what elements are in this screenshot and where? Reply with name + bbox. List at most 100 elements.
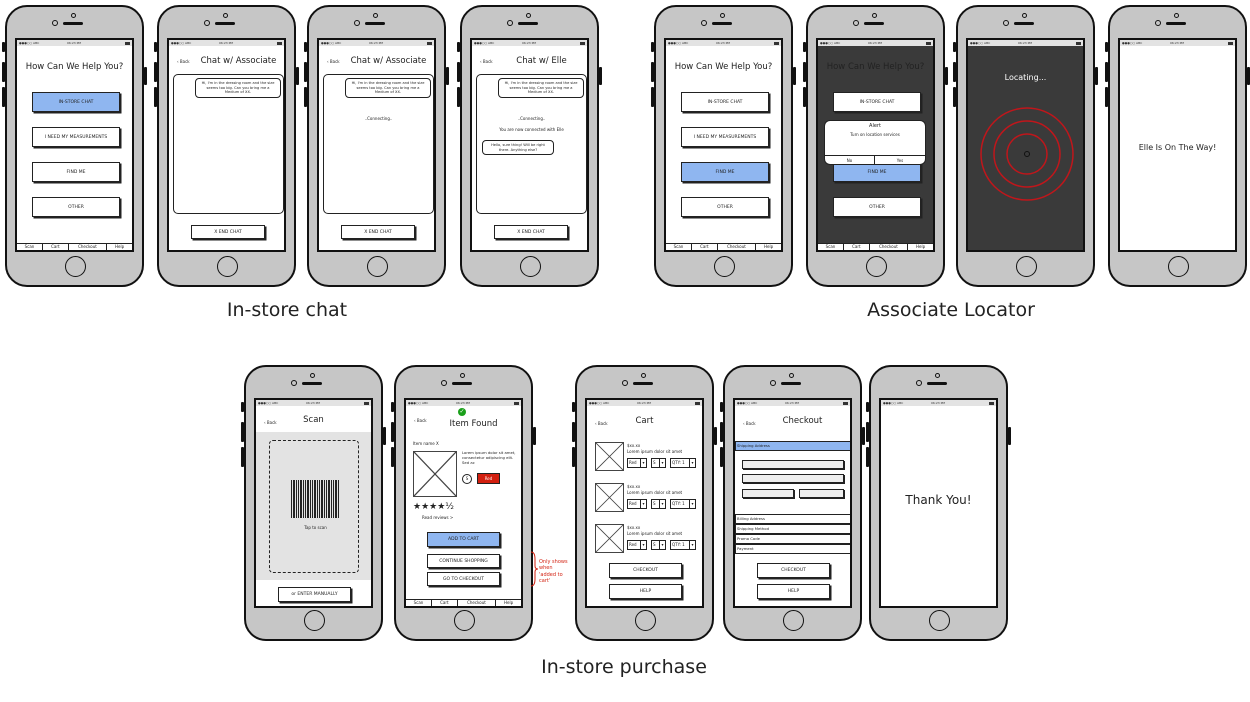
in-store-chat-button[interactable]: IN-STORE CHAT xyxy=(833,92,921,112)
tab-scan[interactable]: Scan xyxy=(17,244,43,250)
tab-cart[interactable]: Cart xyxy=(43,244,69,250)
other-button[interactable]: OTHER xyxy=(32,197,120,217)
tab-scan[interactable]: Scan xyxy=(818,244,844,250)
shipping-method-section[interactable]: Shipping Method xyxy=(735,524,850,534)
end-chat-button[interactable]: X END CHAT xyxy=(191,225,265,239)
measurements-button[interactable]: I NEED MY MEASUREMENTS xyxy=(32,127,120,147)
battery-icon xyxy=(989,401,994,405)
find-me-button[interactable]: FIND ME xyxy=(32,162,120,182)
size-select[interactable]: S xyxy=(651,499,666,509)
measurements-button[interactable]: I NEED MY MEASUREMENTS xyxy=(681,127,769,147)
back-button[interactable]: ‹ Back xyxy=(264,420,277,425)
color-option[interactable]: Red xyxy=(477,473,500,484)
back-button[interactable]: ‹ Back xyxy=(327,59,340,64)
tab-scan[interactable]: Scan xyxy=(406,600,432,606)
alert-no-button[interactable]: No xyxy=(825,155,875,165)
home-button[interactable] xyxy=(217,256,238,277)
checkout-button[interactable]: CHECKOUT xyxy=(757,563,830,578)
city-field[interactable] xyxy=(742,489,794,498)
end-chat-button[interactable]: X END CHAT xyxy=(494,225,568,239)
go-to-checkout-button[interactable]: GO TO CHECKOUT xyxy=(427,572,500,586)
address-line-2-field[interactable] xyxy=(742,474,844,483)
back-button[interactable]: ‹ Back xyxy=(177,59,190,64)
home-button[interactable] xyxy=(454,610,475,631)
tab-cart[interactable]: Cart xyxy=(432,600,458,606)
other-button[interactable]: OTHER xyxy=(833,197,921,217)
home-button[interactable] xyxy=(1016,256,1037,277)
tab-scan[interactable]: Scan xyxy=(666,244,692,250)
read-reviews-link[interactable]: Read reviews > xyxy=(422,515,454,520)
enter-manually-button[interactable]: or ENTER MANUALLY xyxy=(278,587,351,602)
home-button[interactable] xyxy=(714,256,735,277)
tab-cart[interactable]: Cart xyxy=(844,244,870,250)
in-store-chat-button[interactable]: IN-STORE CHAT xyxy=(32,92,120,112)
tab-checkout[interactable]: Checkout xyxy=(458,600,497,606)
continue-shopping-button[interactable]: CONTINUE SHOPPING xyxy=(427,554,500,568)
payment-section[interactable]: Payment xyxy=(735,544,850,554)
tab-checkout[interactable]: Checkout xyxy=(718,244,757,250)
speaker-icon xyxy=(781,382,801,385)
help-button[interactable]: HELP xyxy=(609,584,682,599)
quantity-select[interactable]: QTY: 1 xyxy=(670,458,696,468)
tab-help[interactable]: Help xyxy=(114,244,125,249)
color-select[interactable]: Red xyxy=(627,540,647,550)
in-store-chat-button[interactable]: IN-STORE CHAT xyxy=(681,92,769,112)
sensor-icon xyxy=(460,373,465,378)
home-button[interactable] xyxy=(635,610,656,631)
color-select[interactable]: Red xyxy=(627,458,647,468)
scan-frame[interactable] xyxy=(269,440,359,573)
tab-help[interactable]: Help xyxy=(503,600,514,605)
camera-icon xyxy=(1155,20,1161,26)
other-button[interactable]: OTHER xyxy=(681,197,769,217)
add-to-cart-button[interactable]: ADD TO CART xyxy=(427,532,500,547)
checkout-button[interactable]: CHECKOUT xyxy=(609,563,682,578)
item-price: $xx.xx xyxy=(627,484,641,489)
size-select[interactable]: S xyxy=(651,540,666,550)
camera-icon xyxy=(701,20,707,26)
size-select[interactable]: S xyxy=(651,458,666,468)
find-me-button[interactable]: FIND ME xyxy=(681,162,769,182)
scan-area[interactable] xyxy=(256,432,371,580)
home-button[interactable] xyxy=(783,610,804,631)
promo-code-section[interactable]: Promo Code xyxy=(735,534,850,544)
alert-yes-button[interactable]: Yes xyxy=(875,155,925,165)
tab-help[interactable]: Help xyxy=(763,244,774,249)
back-button[interactable]: ‹ Back xyxy=(595,421,608,426)
back-button[interactable]: ‹ Back xyxy=(743,421,756,426)
back-button[interactable]: ‹ Back xyxy=(414,418,427,423)
sensor-icon xyxy=(1174,13,1179,18)
speaker-icon xyxy=(518,22,538,25)
tab-cart[interactable]: Cart xyxy=(692,244,718,250)
quantity-select[interactable]: QTY: 1 xyxy=(670,499,696,509)
size-option[interactable]: S xyxy=(462,474,472,484)
home-button[interactable] xyxy=(65,256,86,277)
zip-field[interactable] xyxy=(799,489,844,498)
billing-address-section[interactable]: Billing Address xyxy=(735,514,850,524)
tab-checkout[interactable]: Checkout xyxy=(870,244,909,250)
tab-checkout[interactable]: Checkout xyxy=(69,244,108,250)
tab-help[interactable]: Help xyxy=(915,244,926,249)
address-line-1-field[interactable] xyxy=(742,460,844,469)
color-select[interactable]: Red xyxy=(627,499,647,509)
shipping-address-section[interactable]: Shipping Address xyxy=(735,441,850,451)
chat-title: Chat w/ Associate xyxy=(200,56,277,66)
home-button[interactable] xyxy=(520,256,541,277)
quantity-select[interactable]: QTY: 1 xyxy=(670,540,696,550)
help-button[interactable]: HELP xyxy=(757,584,830,599)
end-chat-button[interactable]: X END CHAT xyxy=(341,225,415,239)
sensor-icon xyxy=(789,373,794,378)
home-button[interactable] xyxy=(866,256,887,277)
home-button[interactable] xyxy=(1168,256,1189,277)
back-button[interactable]: ‹ Back xyxy=(480,59,493,64)
home-button[interactable] xyxy=(304,610,325,631)
home-button[interactable] xyxy=(929,610,950,631)
home-button[interactable] xyxy=(367,256,388,277)
